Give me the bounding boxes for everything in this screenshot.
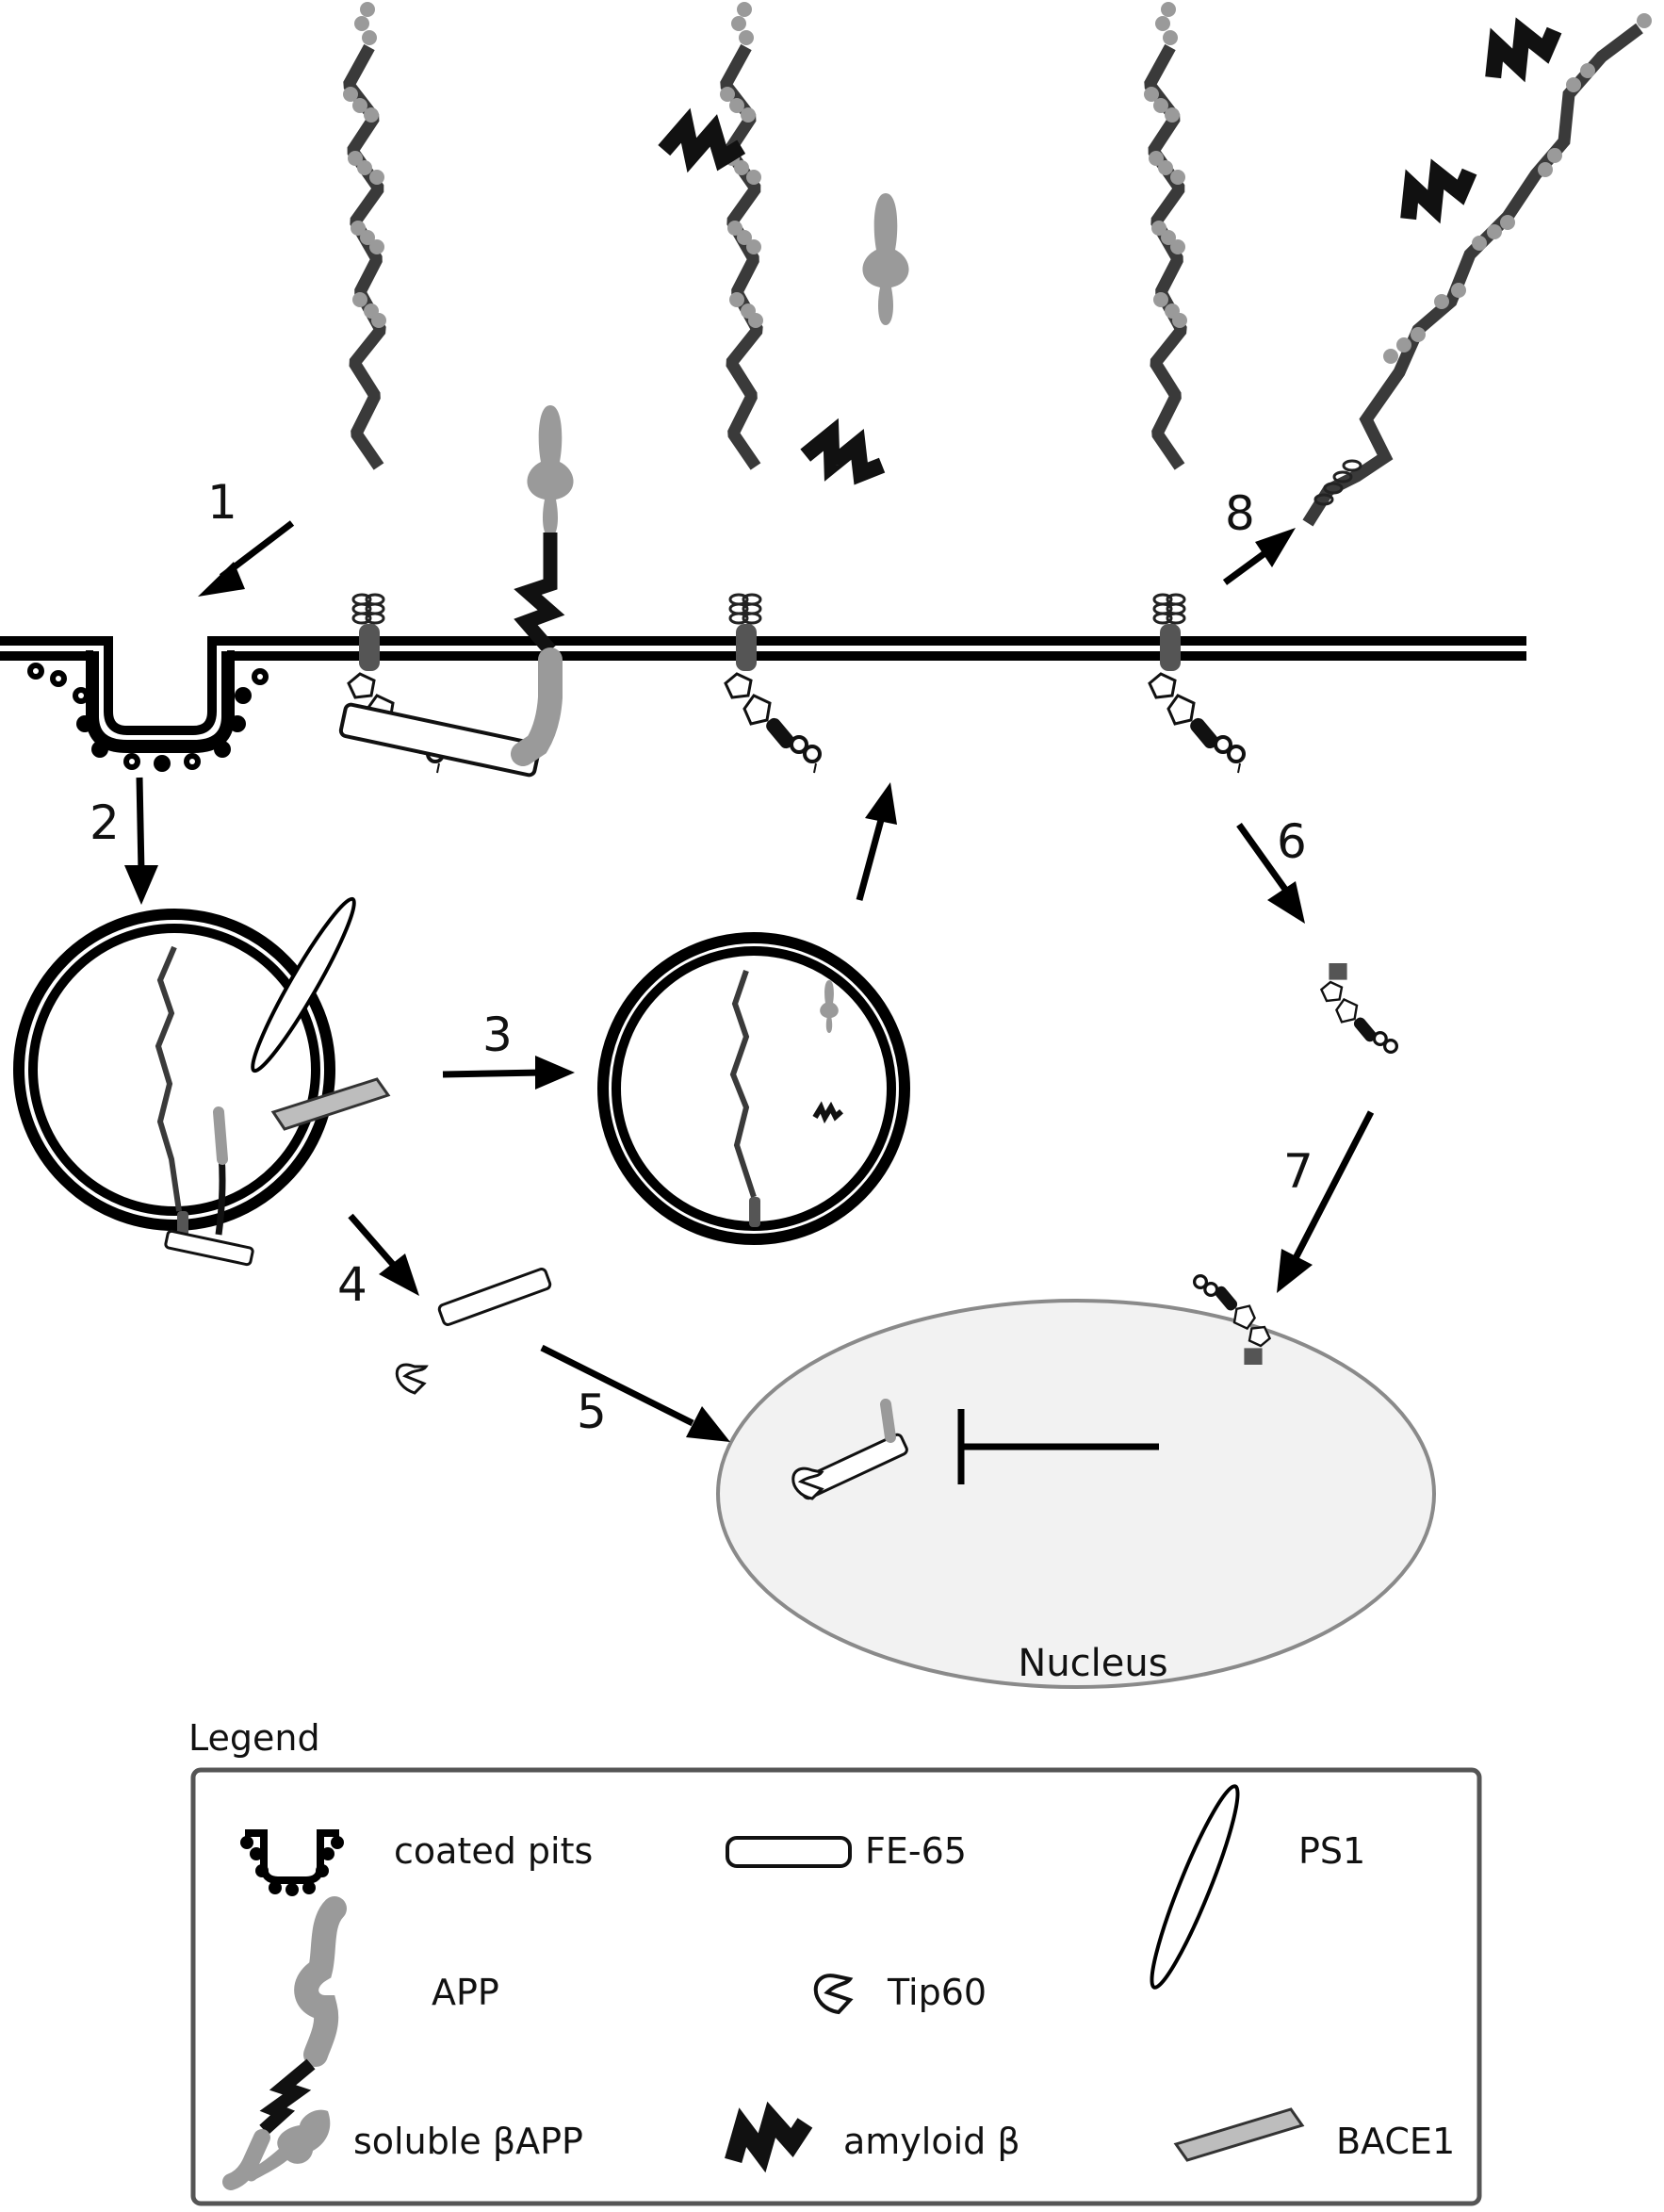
ps1-icon xyxy=(1150,1784,1240,1990)
app-icon xyxy=(222,1896,347,2190)
amyloid-beta-icon xyxy=(725,2101,813,2173)
step-number-3: 3 xyxy=(482,1008,513,1062)
legend-label-ps1: PS1 xyxy=(1298,1830,1365,1872)
endosome-2 xyxy=(597,932,910,1245)
aicd-free xyxy=(1319,963,1399,1055)
inhibition-symbol xyxy=(957,1409,1159,1484)
coated-pit-icon xyxy=(240,1829,344,1896)
legend-label-fe65: FE-65 xyxy=(865,1830,967,1872)
ps1-complex xyxy=(251,896,356,1073)
legend-label-amyloid-beta: amyloid β xyxy=(843,2121,1020,2162)
nuclear-aicd xyxy=(1192,1273,1272,1365)
arrows xyxy=(124,520,1375,1442)
fe65-bound xyxy=(338,702,542,778)
fe65-icon xyxy=(726,1836,852,1868)
arrow-7 xyxy=(1277,1110,1375,1293)
app-cleaving xyxy=(511,405,574,766)
step-number-4: 4 xyxy=(337,1257,367,1312)
step-number-2: 2 xyxy=(90,795,120,850)
step-number-5: 5 xyxy=(577,1385,607,1439)
arrow-4 xyxy=(348,1213,419,1296)
arrow-1 xyxy=(198,520,295,597)
legend-label-soluble-bapp: soluble βAPP xyxy=(353,2121,583,2162)
nucleus xyxy=(716,1299,1436,1689)
arrow-6 xyxy=(1236,822,1305,924)
tip60-free xyxy=(395,1363,429,1395)
legend-label-tip60: Tip60 xyxy=(887,1972,987,2013)
step-number-6: 6 xyxy=(1277,814,1307,869)
step-number-7: 7 xyxy=(1283,1144,1313,1199)
soluble-bapp-fragment xyxy=(862,193,909,325)
bace1-icon xyxy=(1173,2107,1305,2162)
amyloid-beta-fragment xyxy=(1396,161,1476,219)
coated-pit xyxy=(27,650,269,772)
arrow-5 xyxy=(540,1344,730,1442)
arrow-recycle xyxy=(856,782,897,901)
released-app xyxy=(1302,13,1652,527)
step-number-8: 8 xyxy=(1225,486,1255,541)
nuclear-fe65-tip60-complex xyxy=(791,1399,908,1500)
legend-label-bace1: BACE1 xyxy=(1336,2121,1455,2162)
step-number-1: 1 xyxy=(207,475,237,530)
legend-title: Legend xyxy=(188,1717,320,1759)
plasma-membrane xyxy=(0,636,1526,749)
amyloid-beta-fragment xyxy=(806,429,886,482)
tip60-icon xyxy=(813,1974,854,2015)
arrow-2 xyxy=(124,777,158,905)
bace1-complex xyxy=(270,1077,391,1131)
arrow-8 xyxy=(1222,528,1296,585)
fe65-free xyxy=(437,1268,552,1326)
endosome-1 xyxy=(13,909,335,1267)
amyloid-beta-fragment xyxy=(1481,20,1561,77)
arrow-3 xyxy=(442,1056,575,1090)
nucleus-label: Nucleus xyxy=(1018,1642,1167,1685)
legend-label-app: APP xyxy=(432,1972,499,2013)
legend-label-coated-pits: coated pits xyxy=(394,1830,593,1872)
soluble-bapp-icon xyxy=(245,2109,331,2182)
